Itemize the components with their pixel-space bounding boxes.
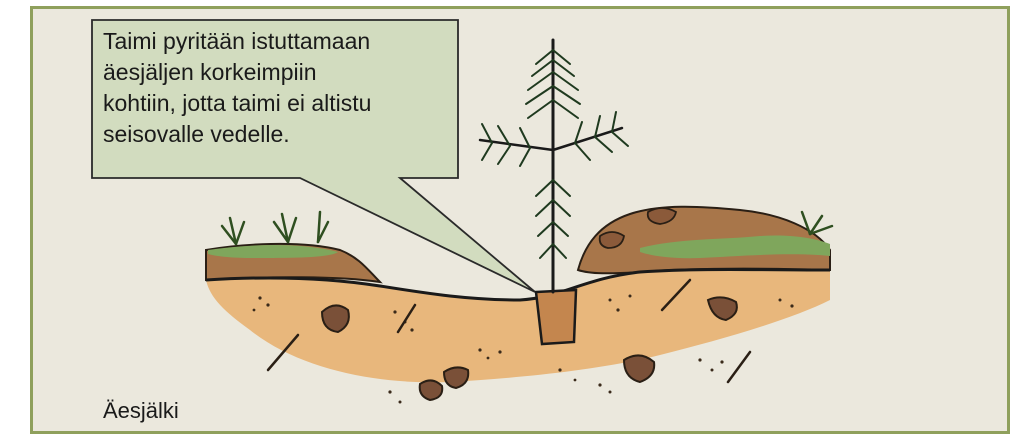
caption: Äesjälki: [103, 398, 179, 424]
root-ball: [536, 290, 576, 344]
callout-line-1: Taimi pyritään istuttamaan: [103, 26, 448, 57]
callout-line-2: äesjäljen korkeimpiin: [103, 57, 448, 88]
grass-tuft-icon: [222, 212, 328, 244]
callout-line-4: seisovalle vedelle.: [103, 119, 448, 150]
callout-line-3: kohtiin, jotta taimi ei altistu: [103, 88, 448, 119]
callout-text: Taimi pyritään istuttamaan äesjäljen kor…: [103, 26, 448, 150]
mineral-soil-layer: [206, 270, 830, 383]
